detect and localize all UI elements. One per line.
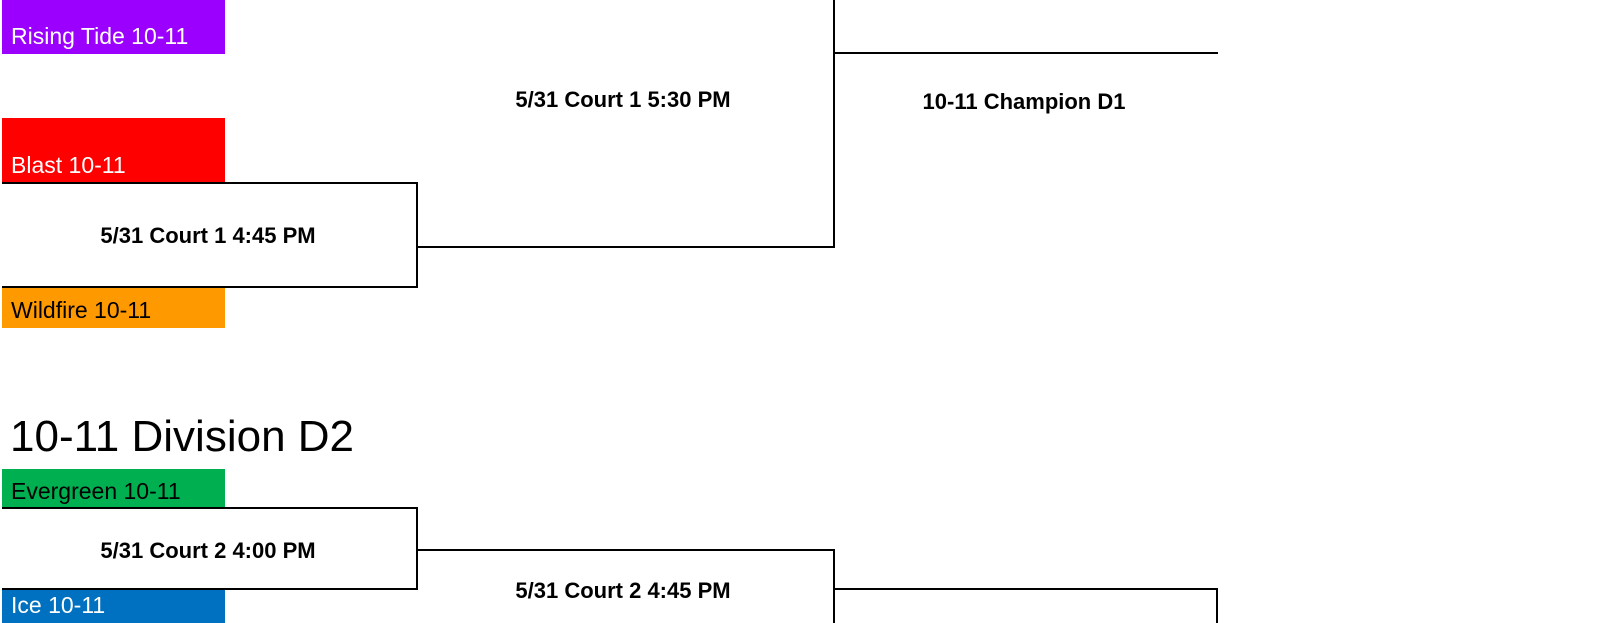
game-label-d2-first: 5/31 Court 2 4:00 PM (100, 538, 316, 563)
bracket-line (833, 549, 835, 623)
bracket-line (2, 182, 418, 184)
game-label-d1-first: 5/31 Court 1 4:45 PM (100, 223, 316, 248)
bracket-line (416, 182, 418, 288)
bracket-line (2, 286, 418, 288)
bracket-line (1216, 588, 1218, 623)
game-label-d1-final: 5/31 Court 1 5:30 PM (515, 87, 731, 112)
team-label: Evergreen 10-11 (11, 478, 181, 504)
team-ice: Ice 10-11 (2, 590, 225, 623)
team-label: Blast 10-11 (11, 152, 126, 178)
bracket-line (833, 0, 835, 248)
team-blast: Blast 10-11 (2, 118, 225, 183)
team-label: Rising Tide 10-11 (11, 23, 189, 49)
team-wildfire: Wildfire 10-11 (2, 288, 225, 328)
game-label-d2-final: 5/31 Court 2 4:45 PM (515, 578, 731, 603)
bracket-line (2, 588, 418, 590)
team-evergreen: Evergreen 10-11 (2, 469, 225, 509)
bracket-line (2, 507, 418, 509)
division-title-d2: 10-11 Division D2 (10, 412, 355, 461)
champion-label-d1: 10-11 Champion D1 (922, 89, 1126, 114)
bracket-line (416, 549, 835, 551)
team-label: Ice 10-11 (11, 592, 106, 618)
bracket-line (416, 507, 418, 590)
team-label: Wildfire 10-11 (11, 297, 152, 323)
bracket-line (416, 246, 835, 248)
bracket-line (833, 588, 1218, 590)
team-rising-tide: Rising Tide 10-11 (2, 0, 225, 54)
bracket-line (833, 52, 1218, 54)
